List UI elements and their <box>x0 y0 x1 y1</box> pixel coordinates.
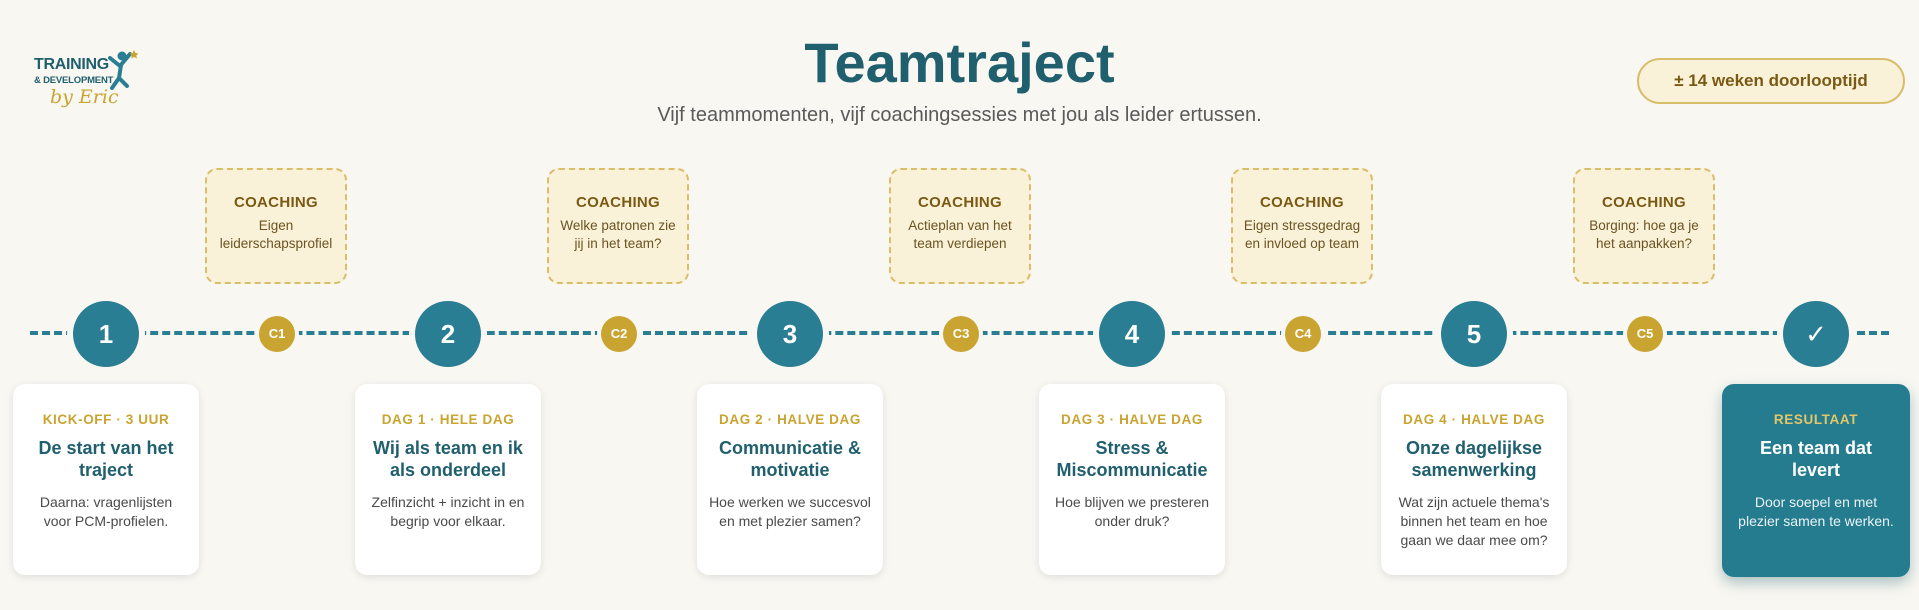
coaching-title: COACHING <box>575 194 661 211</box>
step-node-4: 4 <box>1099 301 1165 367</box>
step-node-1: 1 <box>73 301 139 367</box>
step-desc: Daarna: vragenlijsten voor PCM-profielen… <box>39 494 173 529</box>
coaching-desc: Eigen stressgedrag en invloed op team <box>1243 218 1361 251</box>
result-card: RESULTAAT Een team dat levert Door soepe… <box>1722 384 1910 577</box>
person-jumping-icon <box>108 50 139 90</box>
step-desc: Zelfinzicht + inzicht in en begrip voor … <box>371 494 525 529</box>
step-tag: DAG 2 · HALVE DAG <box>719 412 861 427</box>
logo-text-training: TRAINING <box>34 56 109 73</box>
coaching-node-c1: C1 <box>259 316 295 352</box>
coaching-node-c5: C5 <box>1627 316 1663 352</box>
step-desc: Hoe blijven we presteren onder druk? <box>1054 494 1210 529</box>
page-title: Teamtraject <box>804 31 1115 94</box>
logo: TRAINING & DEVELOPMENT by Eric <box>34 48 144 118</box>
duration-badge: ± 14 weken doorlooptijd <box>1637 58 1905 104</box>
step-node-2: 2 <box>415 301 481 367</box>
coaching-desc: Borging: hoe ga je het aanpakken? <box>1589 218 1699 251</box>
coaching-node-c2: C2 <box>601 316 637 352</box>
step-card-2: DAG 1 · HELE DAG Wij als team en ik als … <box>355 384 541 575</box>
coaching-desc: Welke patronen zie jij in het team? <box>560 218 676 251</box>
coaching-box-1: COACHING Eigen leiderschapsprofiel <box>205 168 347 284</box>
result-desc: Door soepel en met plezier samen te werk… <box>1738 494 1894 529</box>
page-subtitle: Vijf teammomenten, vijf coachingsessies … <box>657 104 1262 126</box>
step-name: Stress & Miscommunicatie <box>1056 438 1208 480</box>
coaching-box-2: COACHING Welke patronen zie jij in het t… <box>547 168 689 284</box>
coaching-node-c3: C3 <box>943 316 979 352</box>
logo-text-development: & DEVELOPMENT <box>34 75 114 86</box>
coaching-box-4: COACHING Eigen stressgedrag en invloed o… <box>1231 168 1373 284</box>
coaching-desc: Actieplan van het team verdiepen <box>908 218 1012 251</box>
coaching-title: COACHING <box>1601 194 1687 211</box>
coaching-desc: Eigen leiderschapsprofiel <box>219 218 333 251</box>
step-card-1: KICK-OFF · 3 UUR De start van het trajec… <box>13 384 199 575</box>
result-name: Een team dat levert <box>1759 438 1873 480</box>
step-name: Wij als team en ik als onderdeel <box>373 438 523 480</box>
step-card-5: DAG 4 · HALVE DAG Onze dagelijkse samenw… <box>1381 384 1567 575</box>
logo-text-by-eric: by Eric <box>50 86 119 108</box>
step-card-3: DAG 2 · HALVE DAG Communicatie & motivat… <box>697 384 883 575</box>
coaching-box-5: COACHING Borging: hoe ga je het aanpakke… <box>1573 168 1715 284</box>
result-tag: RESULTAAT <box>1773 412 1859 427</box>
step-name: Onze dagelijkse samenwerking <box>1405 438 1543 480</box>
coaching-box-3: COACHING Actieplan van het team verdiepe… <box>889 168 1031 284</box>
step-name: Communicatie & motivatie <box>718 438 862 480</box>
step-node-5: 5 <box>1441 301 1507 367</box>
step-tag: KICK-OFF · 3 UUR <box>42 412 170 427</box>
coaching-title: COACHING <box>917 194 1003 211</box>
coaching-title: COACHING <box>1259 194 1345 211</box>
result-node-check: ✓ <box>1783 301 1849 367</box>
step-desc: Hoe werken we succesvol en met plezier s… <box>709 494 871 529</box>
step-name: De start van het traject <box>38 438 174 480</box>
step-node-3: 3 <box>757 301 823 367</box>
step-tag: DAG 4 · HALVE DAG <box>1403 412 1545 427</box>
coaching-title: COACHING <box>233 194 319 211</box>
step-tag: DAG 3 · HALVE DAG <box>1061 412 1203 427</box>
step-tag: DAG 1 · HELE DAG <box>381 412 515 427</box>
step-desc: Wat zijn actuele thema's binnen het team… <box>1398 494 1550 548</box>
step-card-4: DAG 3 · HALVE DAG Stress & Miscommunicat… <box>1039 384 1225 575</box>
coaching-node-c4: C4 <box>1285 316 1321 352</box>
